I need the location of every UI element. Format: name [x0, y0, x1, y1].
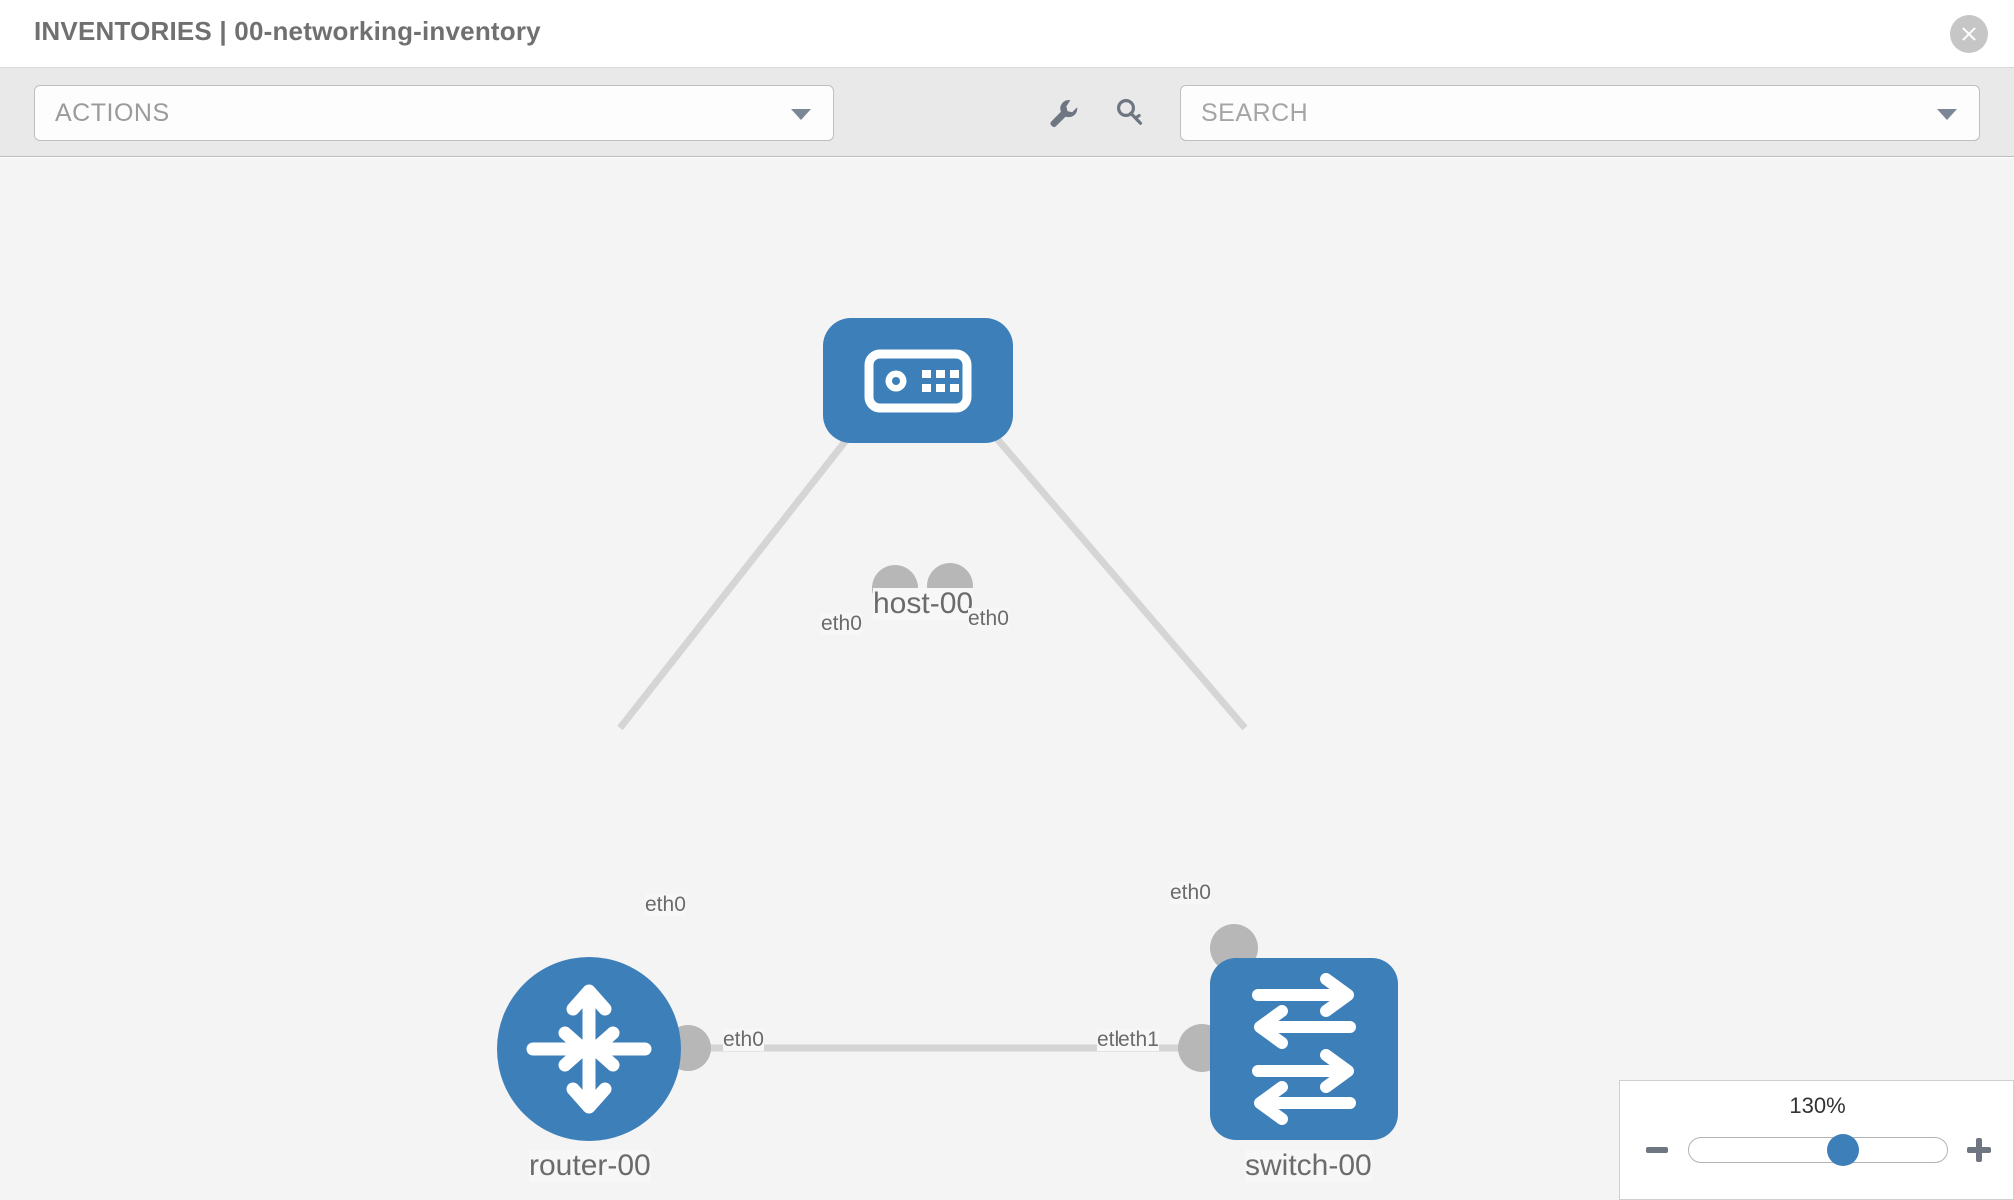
router-arrows-icon	[526, 984, 652, 1114]
toolbar: ACTIONS SEARCH	[0, 68, 2014, 157]
zoom-slider-row	[1620, 1128, 2014, 1172]
key-button[interactable]	[1110, 93, 1150, 133]
server-icon	[864, 349, 972, 413]
actions-dropdown[interactable]: ACTIONS	[34, 85, 834, 141]
search-placeholder: SEARCH	[1201, 98, 1309, 127]
zoom-control-panel: 130%	[1619, 1080, 2014, 1200]
port-label-switch-eth1: eth1	[1118, 1028, 1159, 1052]
chevron-down-icon[interactable]	[1937, 109, 1957, 120]
wrench-button[interactable]	[1043, 93, 1083, 133]
node-host-00[interactable]	[823, 318, 1013, 443]
page-title: INVENTORIES | 00-networking-inventory	[34, 16, 541, 46]
zoom-out-button[interactable]	[1640, 1133, 1674, 1167]
node-label-switch-00: switch-00	[1245, 1149, 1372, 1182]
zoom-slider[interactable]	[1687, 1134, 1948, 1166]
actions-dropdown-label: ACTIONS	[55, 98, 170, 127]
node-label-host-00: host-00	[873, 587, 974, 620]
zoom-percentage-label: 130%	[1789, 1093, 1846, 1118]
port-label-router-eth0-up: eth0	[645, 893, 686, 917]
zoom-in-button[interactable]	[1962, 1133, 1996, 1167]
port-label-host-eth0-left: eth0	[821, 612, 862, 636]
zoom-slider-thumb[interactable]	[1827, 1134, 1860, 1166]
plus-icon	[1966, 1138, 1991, 1162]
key-icon	[1116, 98, 1143, 125]
node-router-00[interactable]	[497, 957, 681, 1141]
search-input[interactable]: SEARCH	[1180, 85, 1980, 141]
switch-arrows-icon	[1252, 973, 1356, 1125]
node-label-router-00: router-00	[529, 1149, 651, 1182]
port-label-switch-eth0-up: eth0	[1170, 881, 1211, 905]
topology-links	[617, 375, 1248, 1052]
minus-icon	[1645, 1147, 1668, 1153]
node-switch-00[interactable]	[1210, 958, 1398, 1140]
port-label-host-eth0-right: eth0	[968, 607, 1009, 631]
close-button[interactable]	[1950, 15, 1988, 53]
port-label-router-eth0: eth0	[723, 1028, 764, 1052]
title-bar: INVENTORIES | 00-networking-inventory	[0, 0, 2014, 68]
close-icon	[1962, 27, 1976, 41]
topology-canvas[interactable]: host-00 eth0 eth0 eth0 eth0 eth0 eth0 et…	[0, 158, 2014, 1200]
topology-graph	[497, 318, 1398, 1141]
wrench-icon	[1050, 100, 1078, 128]
chevron-down-icon	[791, 109, 811, 120]
